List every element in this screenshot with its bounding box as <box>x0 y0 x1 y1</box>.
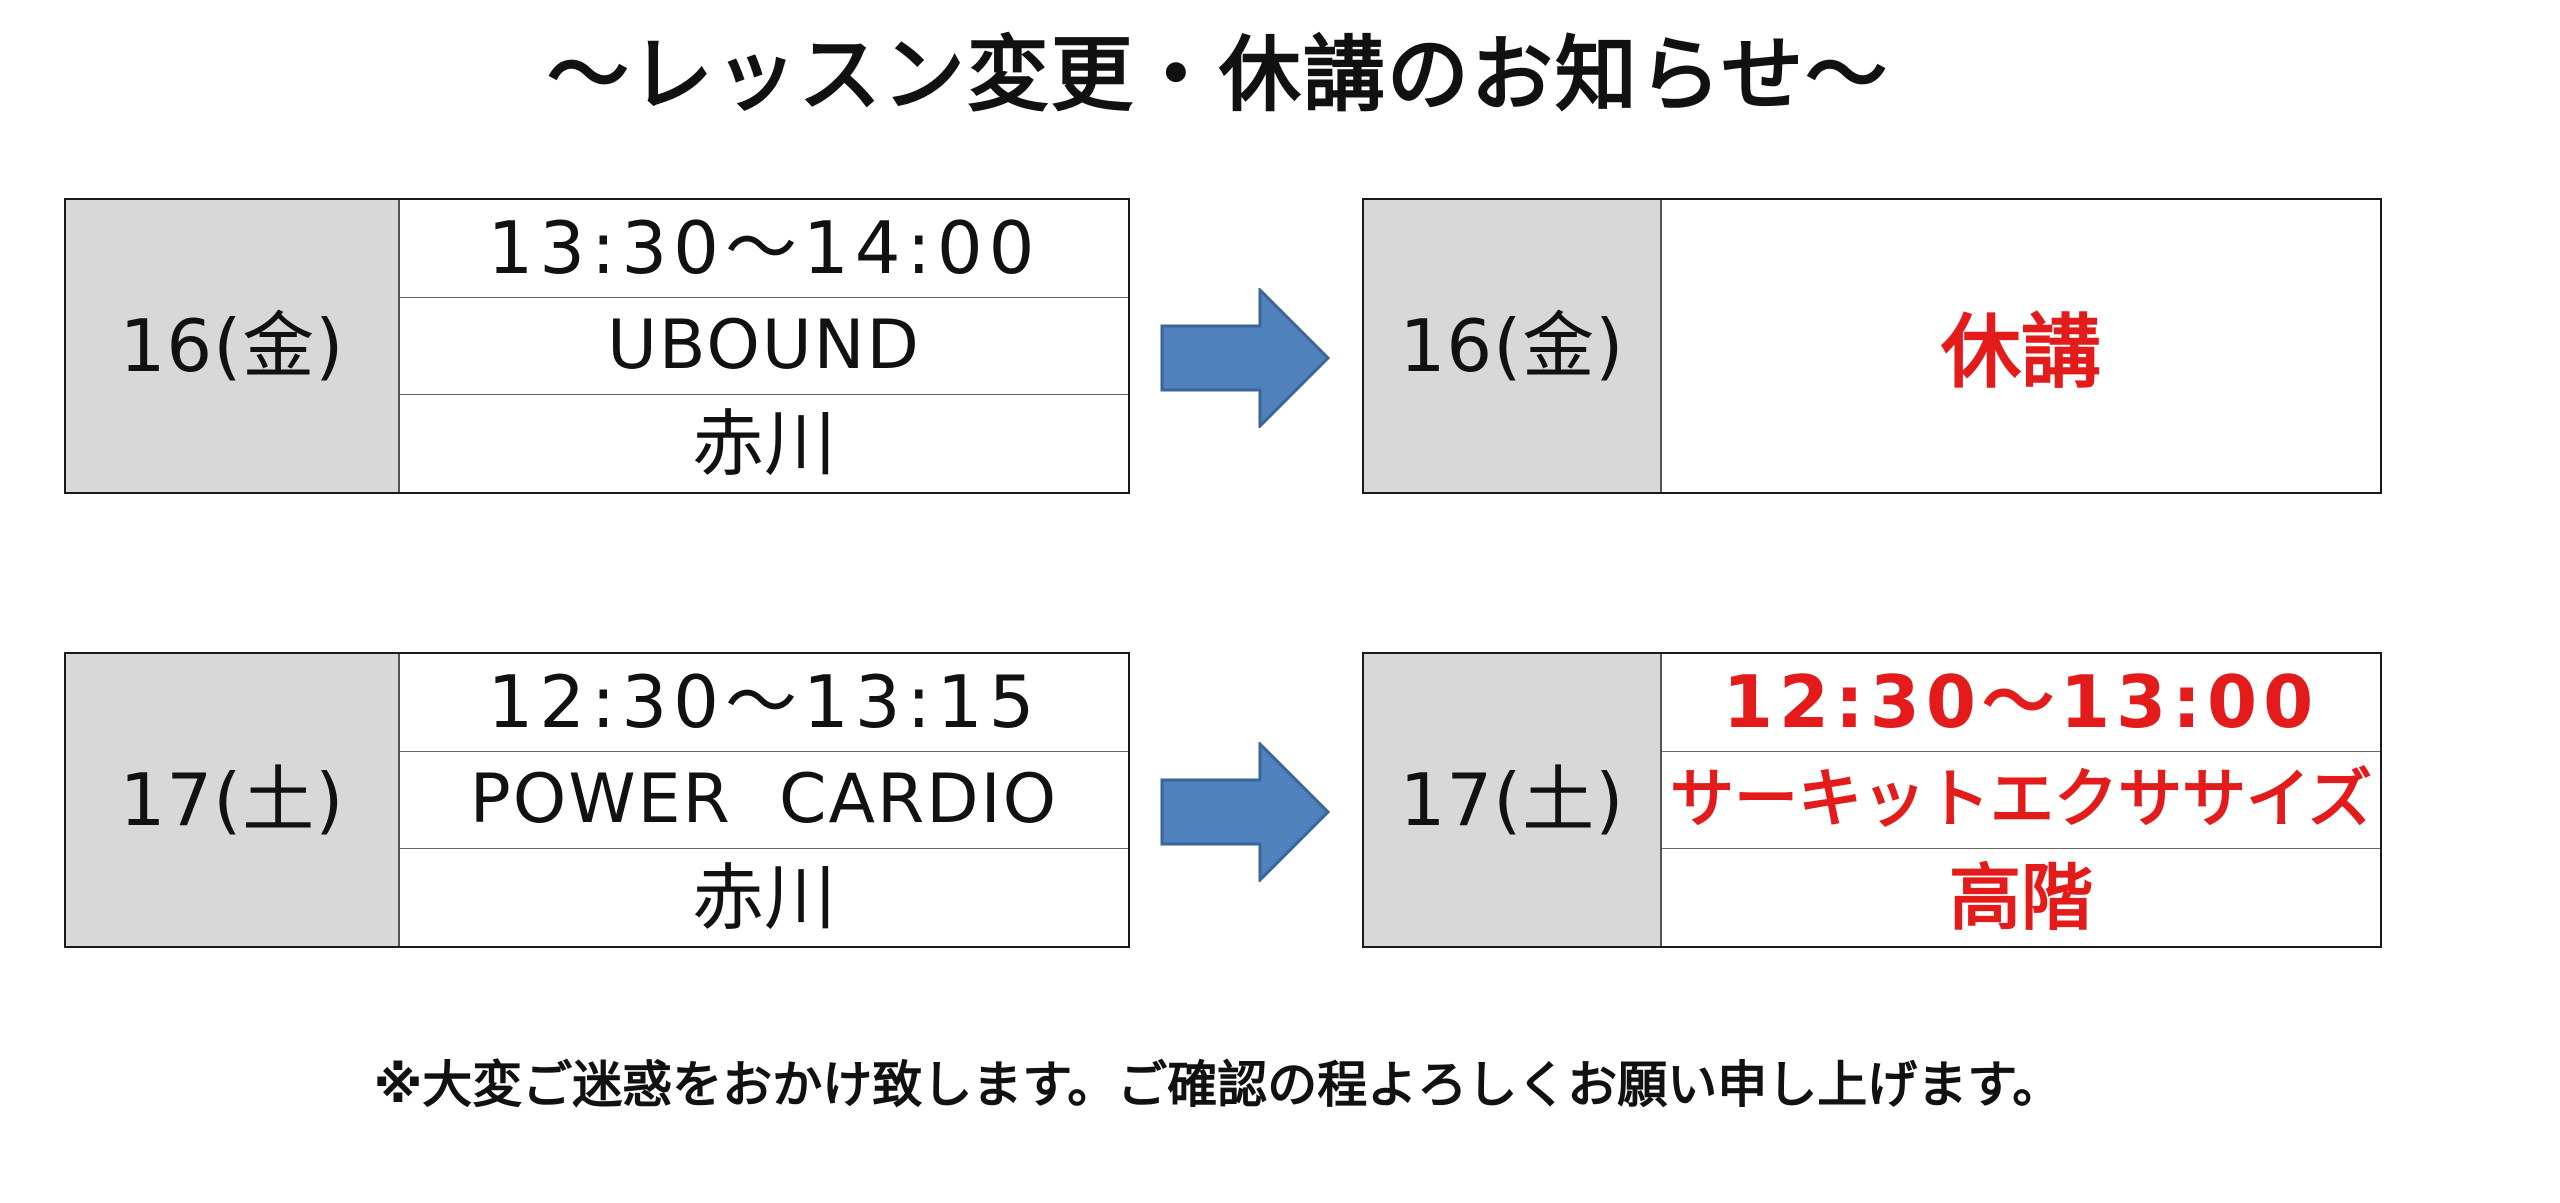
right-arrow-icon <box>1160 288 1330 428</box>
lesson-card-after-2: 17(土) 12:30～13:00 サーキットエクササイズ 高階 <box>1362 652 2382 948</box>
apology-note: ※大変ご迷惑をおかけ致します。ご確認の程よろしくお願い申し上げます。 <box>373 1056 2063 1114</box>
lesson-details: 12:30～13:00 サーキットエクササイズ 高階 <box>1662 654 2380 946</box>
lesson-program: POWER CARDIO <box>400 752 1128 850</box>
day-cell: 17(土) <box>66 654 400 946</box>
day-cell: 17(土) <box>1364 654 1662 946</box>
lesson-time: 12:30～13:15 <box>400 654 1128 752</box>
right-arrow-icon <box>1160 742 1330 882</box>
lesson-card-after-1: 16(金) 休講 <box>1362 198 2382 494</box>
lesson-instructor: 赤川 <box>691 401 836 486</box>
lesson-time: 13:30～14:00 <box>400 200 1128 298</box>
lesson-card-before-2: 17(土) 12:30～13:15 POWER CARDIO 赤川 <box>64 652 1130 948</box>
day-cell: 16(金) <box>66 200 400 492</box>
lesson-details: 12:30～13:15 POWER CARDIO 赤川 <box>400 654 1128 946</box>
lesson-time: 12:30～13:00 <box>1662 654 2380 752</box>
day-cell: 16(金) <box>1364 200 1662 492</box>
lesson-card-before-1: 16(金) 13:30～14:00 UBOUND 赤川 <box>64 198 1130 494</box>
lesson-details: 13:30～14:00 UBOUND 赤川 <box>400 200 1128 492</box>
page-title: ～レッスン変更・休講のお知らせ～ <box>546 28 1890 123</box>
lesson-instructor: 高階 <box>1948 855 2093 940</box>
lesson-program: サーキットエクササイズ <box>1662 752 2380 850</box>
lesson-program: UBOUND <box>400 298 1128 396</box>
lesson-instructor: 赤川 <box>691 855 836 940</box>
cancelled-status: 休講 <box>1941 306 2101 399</box>
